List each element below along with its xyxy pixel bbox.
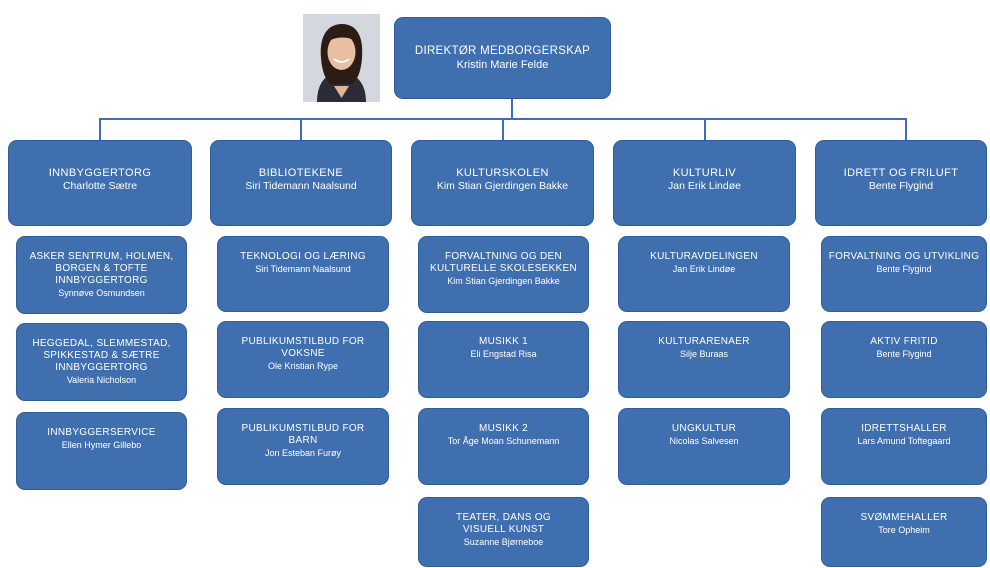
unit-box: MUSIKK 2 Tor Åge Moan Schunemann [418, 408, 589, 485]
unit-box: KULTURARENAER Silje Buraas [618, 321, 790, 398]
unit-leader: Suzanne Bjørneboe [463, 537, 544, 547]
unit-leader: Ole Kristian Rype [267, 361, 339, 371]
director-name: Kristin Marie Felde [456, 59, 549, 71]
dept-connector-3 [502, 118, 504, 140]
dept-title: KULTURLIV [672, 167, 737, 179]
dept-connector-5 [905, 118, 907, 140]
unit-leader: Silje Buraas [679, 349, 729, 359]
dept-leader: Siri Tidemann Naalsund [245, 180, 357, 192]
dept-box-idrett-og-friluft: IDRETT OG FRILUFT Bente Flygind [815, 140, 987, 226]
unit-title: ASKER SENTRUM, HOLMEN, BORGEN & TOFTE IN… [29, 251, 174, 286]
unit-leader: Tore Opheim [878, 525, 930, 535]
unit-box: FORVALTNING OG UTVIKLING Bente Flygind [821, 236, 987, 312]
unit-title: MUSIKK 1 [478, 336, 529, 347]
unit-title: MUSIKK 2 [478, 423, 529, 434]
dept-title: KULTURSKOLEN [456, 167, 549, 179]
unit-leader: Lars Amund Toftegaard [857, 436, 951, 446]
dept-title: INNBYGGERTORG [48, 167, 152, 179]
unit-leader: Siri Tidemann Naalsund [255, 264, 351, 274]
dept-connector-4 [704, 118, 706, 140]
unit-leader: Nicolas Salvesen [669, 436, 739, 446]
director-photo [303, 14, 380, 102]
unit-leader: Jan Erik Lindøe [672, 264, 736, 274]
unit-box: ASKER SENTRUM, HOLMEN, BORGEN & TOFTE IN… [16, 236, 187, 314]
dept-title: IDRETT OG FRILUFT [843, 167, 959, 179]
unit-title: KULTURARENAER [658, 336, 750, 347]
dept-box-kulturskolen: KULTURSKOLEN Kim Stian Gjerdingen Bakke [411, 140, 594, 226]
dept-box-kulturliv: KULTURLIV Jan Erik Lindøe [613, 140, 796, 226]
director-title: DIREKTØR MEDBORGERSKAP [414, 45, 591, 57]
unit-title: FORVALTNING OG UTVIKLING [828, 251, 980, 262]
unit-leader: Eli Engstad Risa [470, 349, 537, 359]
unit-box: IDRETTSHALLER Lars Amund Toftegaard [821, 408, 987, 485]
unit-leader: Kim Stian Gjerdingen Bakke [447, 276, 560, 286]
unit-box: PUBLIKUMSTILBUD FOR BARN Jon Esteban Fur… [217, 408, 389, 485]
unit-title: SVØMMEHALLER [860, 512, 948, 523]
unit-leader: Bente Flygind [876, 349, 932, 359]
dept-box-bibliotekene: BIBLIOTEKENE Siri Tidemann Naalsund [210, 140, 392, 226]
unit-box: TEKNOLOGI OG LÆRING Siri Tidemann Naalsu… [217, 236, 389, 312]
dept-connector-1 [99, 118, 101, 140]
unit-title: AKTIV FRITID [870, 336, 938, 347]
unit-title: HEGGEDAL, SLEMMESTAD, SPIKKESTAD & SÆTRE… [32, 338, 171, 373]
unit-leader: Jon Esteban Furøy [264, 448, 342, 458]
unit-box: FORVALTNING OG DEN KULTURELLE SKOLESEKKE… [418, 236, 589, 313]
dept-title: BIBLIOTEKENE [258, 167, 344, 179]
unit-leader: Synnøve Osmundsen [58, 288, 145, 298]
unit-leader: Bente Flygind [876, 264, 932, 274]
dept-leader: Jan Erik Lindøe [668, 180, 741, 192]
unit-title: FORVALTNING OG DEN KULTURELLE SKOLESEKKE… [429, 251, 578, 274]
director-connector [511, 99, 513, 119]
unit-title: PUBLIKUMSTILBUD FOR VOKSNE [241, 336, 365, 359]
unit-title: UNGKULTUR [671, 423, 737, 434]
unit-box: AKTIV FRITID Bente Flygind [821, 321, 987, 398]
director-box: DIREKTØR MEDBORGERSKAP Kristin Marie Fel… [394, 17, 611, 99]
unit-leader: Tor Åge Moan Schunemann [447, 436, 560, 446]
unit-box: PUBLIKUMSTILBUD FOR VOKSNE Ole Kristian … [217, 321, 389, 398]
unit-title: TEKNOLOGI OG LÆRING [240, 251, 366, 262]
unit-title: KULTURAVDELINGEN [650, 251, 758, 262]
dept-box-innbyggertorg: INNBYGGERTORG Charlotte Sætre [8, 140, 192, 226]
unit-box: MUSIKK 1 Eli Engstad Risa [418, 321, 589, 398]
unit-title: INNBYGGERSERVICE [47, 427, 156, 438]
unit-title: TEATER, DANS OG VISUELL KUNST [456, 512, 551, 535]
unit-title: IDRETTSHALLER [861, 423, 947, 434]
unit-box: INNBYGGERSERVICE Ellen Hymer Gillebo [16, 412, 187, 490]
dept-leader: Charlotte Sætre [62, 180, 138, 192]
unit-box: TEATER, DANS OG VISUELL KUNST Suzanne Bj… [418, 497, 589, 567]
unit-leader: Valeria Nicholson [66, 375, 137, 385]
unit-box: HEGGEDAL, SLEMMESTAD, SPIKKESTAD & SÆTRE… [16, 323, 187, 401]
portrait-image [303, 14, 380, 102]
dept-leader: Bente Flygind [868, 180, 934, 192]
unit-box: SVØMMEHALLER Tore Opheim [821, 497, 987, 567]
unit-box: KULTURAVDELINGEN Jan Erik Lindøe [618, 236, 790, 312]
unit-box: UNGKULTUR Nicolas Salvesen [618, 408, 790, 485]
dept-connector-2 [300, 118, 302, 140]
dept-leader: Kim Stian Gjerdingen Bakke [436, 180, 569, 192]
unit-leader: Ellen Hymer Gillebo [61, 440, 142, 450]
unit-title: PUBLIKUMSTILBUD FOR BARN [241, 423, 365, 446]
